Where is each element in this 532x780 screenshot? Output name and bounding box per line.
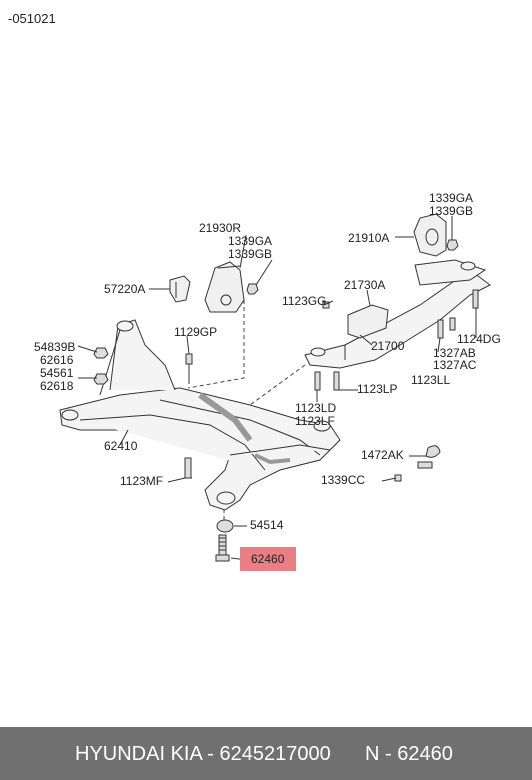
part-label-62616: 62616 bbox=[40, 353, 74, 367]
part-label-1124DG: 1124DG bbox=[457, 332, 501, 346]
part-label-1327AC: 1327AC bbox=[433, 358, 477, 372]
part-label-1339GA-left: 1339GA bbox=[228, 234, 273, 248]
part-label-1123LP: 1123LP bbox=[357, 382, 398, 396]
bracket-57220A bbox=[169, 275, 191, 303]
part-label-21700: 21700 bbox=[371, 339, 405, 353]
footer-part-reference: N - 62460 bbox=[365, 743, 453, 765]
footer-bar: HYUNDAI KIA - 6245217000 N - 62460 bbox=[0, 727, 532, 780]
part-label-1123LL: 1123LL bbox=[411, 373, 451, 387]
nuts bbox=[93, 239, 459, 533]
sub-frame-62410 bbox=[59, 319, 341, 511]
part-label-54561: 54561 bbox=[40, 366, 74, 380]
part-label-57220A: 57220A bbox=[104, 282, 146, 296]
part-label-54514: 54514 bbox=[250, 518, 284, 532]
part-label-1123GG: 1123GG bbox=[282, 294, 327, 308]
part-label-1339GA-right: 1339GA bbox=[429, 191, 474, 205]
part-label-62460: 62460 bbox=[251, 552, 285, 566]
bracket-21730A bbox=[347, 304, 389, 339]
engine-mount-21910A bbox=[413, 213, 447, 257]
part-label-62618: 62618 bbox=[40, 379, 74, 393]
leader-lines bbox=[77, 216, 477, 561]
footer-brand-part-number: HYUNDAI KIA - 6245217000 bbox=[75, 743, 331, 765]
part-label-1129GP: 1129GP bbox=[174, 325, 218, 339]
exploded-view-drawing bbox=[59, 213, 491, 562]
part-label-54839B: 54839B bbox=[34, 340, 76, 354]
engine-mount-21930R bbox=[204, 261, 245, 313]
document-code: -051021 bbox=[8, 11, 56, 26]
part-label-1339GB-left: 1339GB bbox=[228, 247, 273, 261]
side-member-21700 bbox=[304, 259, 491, 369]
part-label-21730A: 21730A bbox=[344, 278, 386, 292]
part-label-1472AK: 1472AK bbox=[361, 448, 404, 462]
part-label-1123MF: 1123MF bbox=[120, 474, 164, 488]
ref-line-engine-mount bbox=[187, 300, 245, 389]
ref-line-crossmember bbox=[249, 364, 306, 406]
highlighted-part-box bbox=[240, 547, 296, 571]
part-label-1123LD: 1123LD bbox=[295, 401, 337, 415]
part-label-21930R: 21930R bbox=[199, 221, 242, 235]
part-label-62410: 62410 bbox=[104, 439, 138, 453]
bolts bbox=[184, 289, 479, 562]
part-label-1327AB: 1327AB bbox=[433, 346, 476, 360]
part-label-1339CC: 1339CC bbox=[321, 473, 366, 487]
part-label-1339GB-right: 1339GB bbox=[429, 204, 474, 218]
part-label-21910A: 21910A bbox=[348, 231, 390, 245]
part-label-1123LF: 1123LF bbox=[295, 414, 335, 428]
